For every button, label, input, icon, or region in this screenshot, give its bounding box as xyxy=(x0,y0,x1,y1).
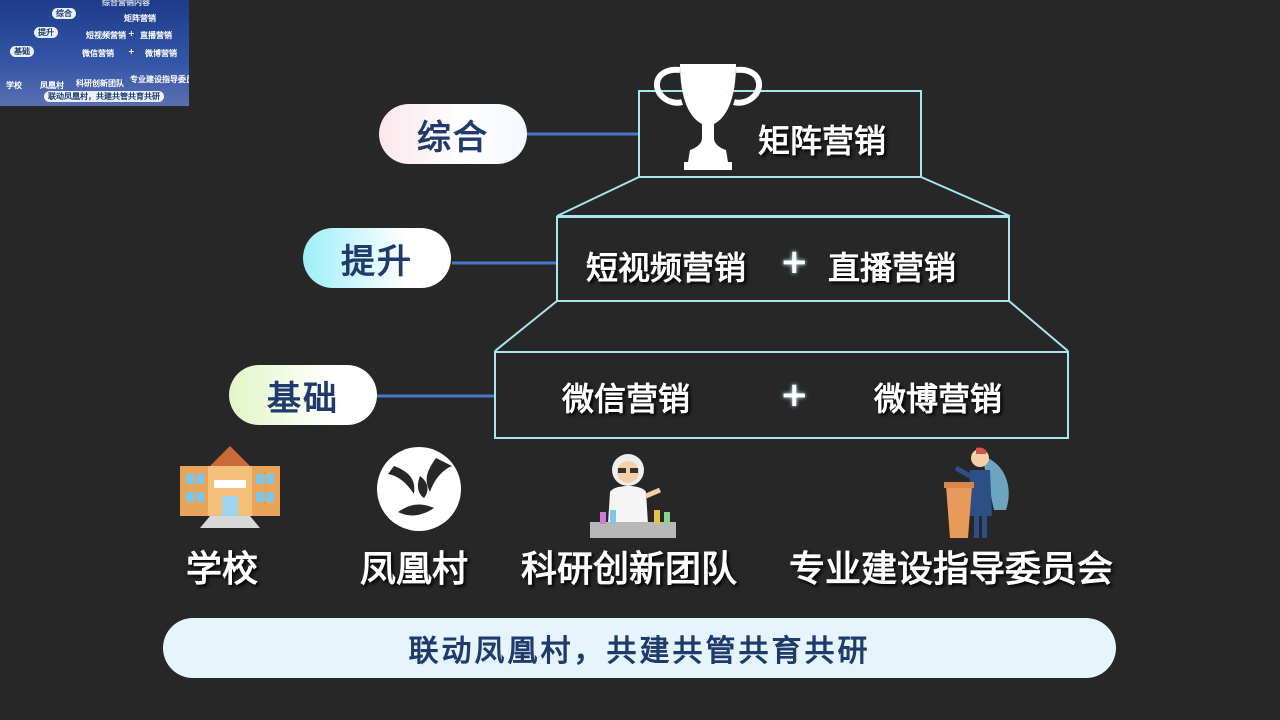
thumbnail-top-text: 综合营销内容 xyxy=(102,0,150,7)
thumbnail-label-team: 科研创新团队 xyxy=(76,79,124,88)
trophy-icon xyxy=(653,64,763,170)
tag-comprehensive: 综合 xyxy=(379,104,527,164)
thumbnail-label-committee: 专业建设指导委员会 xyxy=(130,75,189,84)
label-school: 学校 xyxy=(186,549,259,590)
text-live-marketing: 直播营销 xyxy=(828,249,957,287)
thumbnail-label-village: 凤凰村 xyxy=(40,81,64,90)
label-research-team: 科研创新团队 xyxy=(521,549,738,590)
tag-basic: 基础 xyxy=(229,365,377,425)
text-short-video-marketing: 短视频营销 xyxy=(586,249,747,287)
thumbnail-tag-comprehensive: 综合 xyxy=(52,8,76,19)
text-matrix-marketing: 矩阵营销 xyxy=(758,122,887,160)
scientist-icon xyxy=(590,454,676,538)
presenter-icon xyxy=(944,447,1009,538)
thumbnail-text-wechat: 微信营销 xyxy=(82,49,114,58)
thumbnail-tag-improve: 提升 xyxy=(34,27,58,38)
thumbnail-plus-2: + xyxy=(128,29,135,38)
level-box-basic xyxy=(494,351,1069,439)
thumbnail-text-matrix: 矩阵营销 xyxy=(124,14,156,23)
plus-icon-basic: + xyxy=(780,375,809,415)
slogan-text: 联动凤凰村，共建共管共育共研 xyxy=(408,634,871,669)
thumbnail-slogan: 联动凤凰村，共建共管共育共研 xyxy=(44,91,164,102)
thumbnail-text-weibo: 微博营销 xyxy=(145,49,177,58)
slide-thumbnail[interactable]: 综合营销内容 综合 矩阵营销 提升 短视频营销 + 直播营销 基础 微信营销 +… xyxy=(0,0,189,106)
thumbnail-tag-basic: 基础 xyxy=(10,46,34,57)
thumbnail-label-school: 学校 xyxy=(6,81,22,90)
label-phoenix-village: 凤凰村 xyxy=(360,549,469,590)
text-wechat-marketing: 微信营销 xyxy=(562,380,691,418)
thumbnail-text-short-video: 短视频营销 xyxy=(86,31,126,40)
phoenix-logo-icon xyxy=(377,447,461,531)
level-box-comprehensive xyxy=(638,90,922,178)
label-professional-committee: 专业建设指导委员会 xyxy=(789,549,1114,590)
slogan-banner: 联动凤凰村，共建共管共育共研 xyxy=(163,618,1116,678)
tag-improve: 提升 xyxy=(303,228,451,288)
text-weibo-marketing: 微博营销 xyxy=(874,380,1003,418)
level-box-improve xyxy=(556,216,1010,302)
plus-icon-improve: + xyxy=(780,242,809,282)
school-icon xyxy=(180,446,280,528)
thumbnail-text-live: 直播营销 xyxy=(140,31,172,40)
thumbnail-plus-3: + xyxy=(128,47,135,56)
